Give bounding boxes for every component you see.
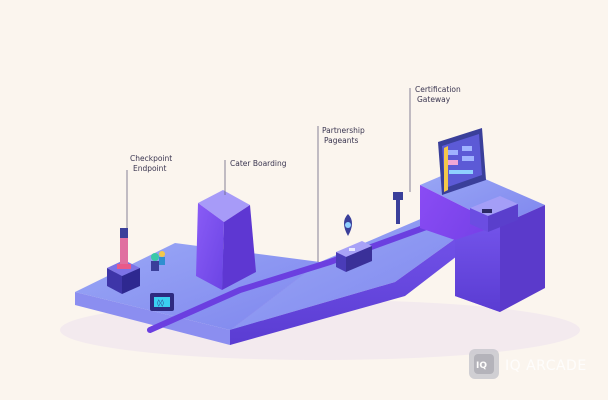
- monitor-icon: [438, 128, 486, 195]
- svg-text:◊◊: ◊◊: [157, 299, 164, 307]
- post-icon: [393, 192, 403, 224]
- ramp-box: [336, 241, 372, 272]
- label-left-2: Endpoint: [133, 164, 166, 173]
- chest-block: [470, 196, 518, 232]
- checkpoint-pillar: [117, 228, 131, 269]
- pin-icon: [344, 214, 352, 236]
- label-prism: Cater Boarding: [230, 159, 287, 168]
- figure-icon: [151, 251, 165, 271]
- brand-watermark: IQ IQ ARCADE: [469, 349, 587, 379]
- floor-screen-icon: ◊◊: [150, 293, 174, 311]
- leader-lines: [126, 88, 411, 262]
- label-mid-1: Partnership: [322, 126, 365, 135]
- label-right-1: Certification: [415, 85, 461, 94]
- label-right-2: Gateway: [417, 95, 451, 104]
- brand-logo-mark: IQ: [476, 361, 487, 371]
- track-line: [147, 219, 443, 333]
- prism-tower: [196, 190, 256, 290]
- ramp: [147, 215, 470, 345]
- label-mid-2: Pageants: [324, 136, 358, 145]
- brand-name: IQ ARCADE: [505, 358, 587, 374]
- label-left-1: Checkpoint: [130, 154, 172, 163]
